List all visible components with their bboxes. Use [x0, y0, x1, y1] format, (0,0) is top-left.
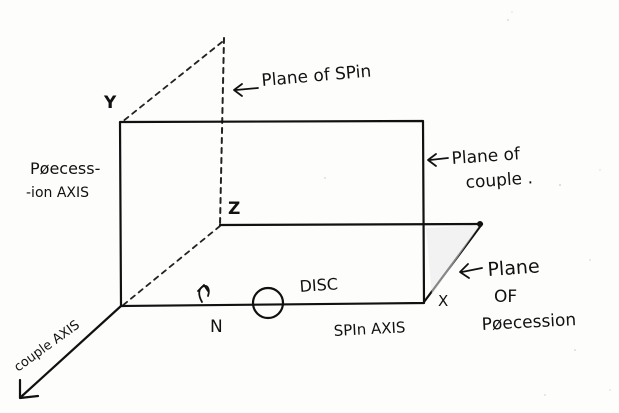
label-precession-axis-2: -ion AXIS — [26, 185, 89, 201]
spin-axis-line — [218, 222, 484, 227]
label-y: Y — [103, 93, 117, 113]
z-dashed-line — [121, 225, 221, 307]
paper-speckles — [324, 11, 611, 396]
label-precession-axis-1: Pøecess- — [30, 159, 100, 178]
label-couple-axis: couple AXIS — [12, 318, 83, 376]
plane-of-precession-shading — [426, 225, 480, 295]
label-plane-of-spin: Plane of SPin — [261, 61, 372, 91]
plane-of-spin-arrow-icon — [233, 83, 259, 97]
label-plane-of-couple-2: couple . — [465, 168, 534, 193]
label-spin-axis: SPIn AXIS — [333, 318, 406, 340]
label-disc: DISC — [299, 274, 339, 296]
vertical-dashed-axis — [219, 37, 225, 226]
disc-circle — [251, 286, 285, 320]
label-x: X — [438, 292, 448, 310]
plane-of-couple-arrow-icon — [427, 153, 449, 167]
label-plane-of-precession-2: OF — [494, 287, 517, 307]
label-plane-of-precession-1: Plane — [487, 255, 541, 281]
label-plane-of-couple-1: Plane of — [451, 144, 522, 169]
spin-axis-tip — [477, 221, 483, 227]
label-n: N — [210, 317, 223, 337]
couple-axis-line — [20, 304, 123, 398]
y-dashed-line — [121, 41, 223, 123]
couple-axis-arrow-icon — [18, 378, 40, 400]
plane-of-couple-rectangle — [118, 119, 426, 308]
label-plane-of-precession-3: Pøecession — [481, 310, 576, 335]
rotation-arrow-head-icon — [197, 284, 209, 292]
label-z: Z — [228, 199, 240, 219]
plane-of-precession-arrow-icon — [459, 263, 483, 279]
